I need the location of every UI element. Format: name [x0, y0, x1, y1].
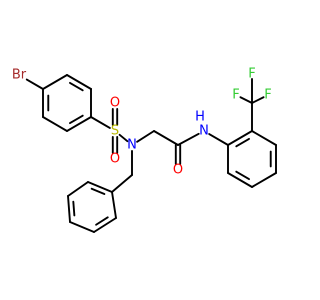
- bond-N2-r1: [208, 133, 229, 146]
- bond-a3-a4-inner: [69, 114, 84, 125]
- bond-a5-a6-inner: [69, 81, 84, 92]
- bond-C-N2: [177, 132, 200, 146]
- bond-S-N1: [118, 133, 129, 143]
- bond-b5-b6-inner: [95, 216, 109, 226]
- bond-b4-b5: [69, 221, 95, 233]
- atom-label-o2: O: [110, 152, 120, 167]
- atom-label-h2: H: [195, 110, 205, 125]
- bond-r2-r3: [251, 130, 277, 146]
- bond-r1-r2-inner: [235, 137, 250, 148]
- bond-N1-CH2a: [136, 130, 155, 143]
- bond-a5-a6: [66, 74, 92, 90]
- bond-r1-r2: [227, 130, 253, 146]
- atom-label-f2: F: [232, 88, 239, 103]
- bond-r5-r6: [227, 172, 253, 188]
- bond-b1-b2: [87, 181, 113, 193]
- atom-label-o3: O: [173, 163, 183, 178]
- bond-a3-a4: [66, 116, 92, 132]
- bond-r4-r5: [251, 172, 277, 188]
- bond-a2-a3: [42, 116, 68, 132]
- bond-b3-b4-inner: [72, 200, 76, 217]
- atom-label-n1: N: [127, 138, 137, 153]
- bond-layer: [25, 74, 277, 233]
- bond-CH2b-b1: [111, 174, 133, 193]
- bond-b5-b6: [93, 217, 117, 233]
- atom-label-br: Br: [12, 68, 27, 83]
- atom-label-f1: F: [248, 67, 255, 82]
- atom-label-s: S: [111, 124, 119, 139]
- bond-Br-a1: [25, 78, 44, 90]
- bond-b3-b4: [67, 195, 71, 223]
- bond-a4-S: [90, 116, 111, 129]
- bond-b1-b2-inner: [90, 187, 106, 196]
- bond-CF3-F3: [251, 96, 265, 104]
- bond-CH2a-C: [153, 130, 179, 146]
- bond-a6-a1: [42, 74, 68, 90]
- atom-label-f3: F: [264, 88, 271, 103]
- atom-label-o1: O: [110, 96, 120, 111]
- bond-b6-b1: [111, 191, 117, 219]
- bond-r5-r6-inner: [235, 170, 250, 181]
- bond-CF3-F2: [239, 96, 253, 104]
- bond-b2-b3: [67, 181, 89, 197]
- atom-label-n2: N: [199, 124, 209, 139]
